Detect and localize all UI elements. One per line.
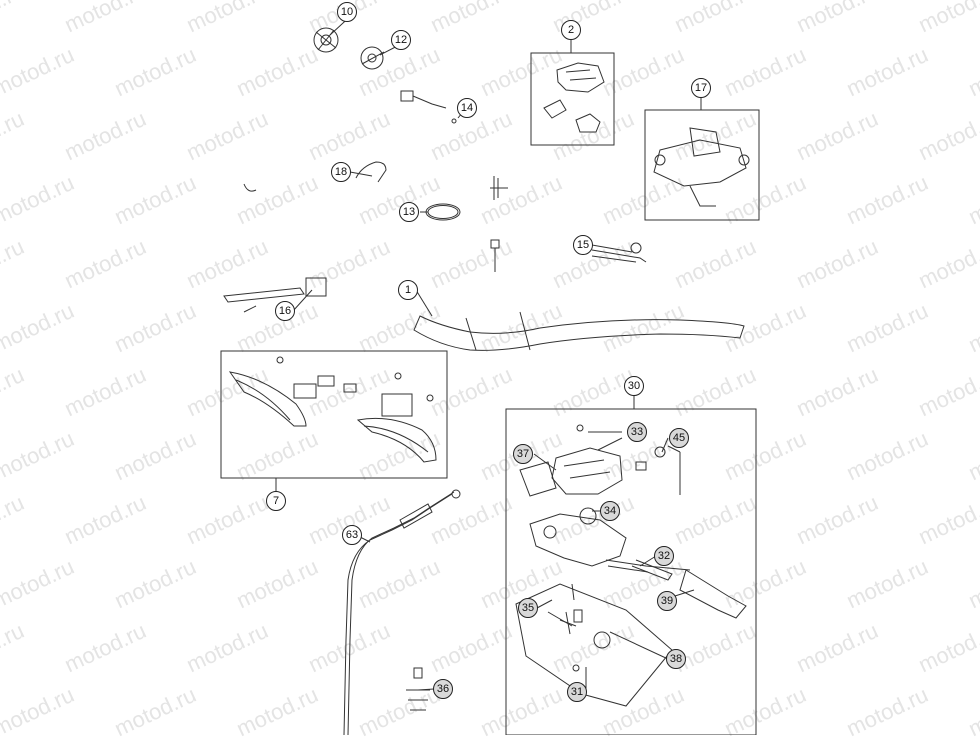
callout-38[interactable]: 38 (666, 649, 686, 669)
callout-63[interactable]: 63 (342, 525, 362, 545)
callout-7[interactable]: 7 (266, 491, 286, 511)
callout-16[interactable]: 16 (275, 301, 295, 321)
callout-13[interactable]: 13 (399, 202, 419, 222)
callout-34[interactable]: 34 (600, 501, 620, 521)
callout-31[interactable]: 31 (567, 682, 587, 702)
callout-2[interactable]: 2 (561, 20, 581, 40)
callout-1[interactable]: 1 (398, 280, 418, 300)
callout-15[interactable]: 15 (573, 235, 593, 255)
box-group-30 (505, 408, 757, 735)
box-group-17 (644, 109, 760, 221)
callout-10[interactable]: 10 (337, 2, 357, 22)
box-group-2 (530, 52, 615, 146)
callout-35[interactable]: 35 (518, 598, 538, 618)
callout-12[interactable]: 12 (391, 30, 411, 50)
callout-33[interactable]: 33 (627, 422, 647, 442)
callout-39[interactable]: 39 (657, 591, 677, 611)
callout-17[interactable]: 17 (691, 78, 711, 98)
callout-45[interactable]: 45 (669, 428, 689, 448)
callout-14[interactable]: 14 (457, 98, 477, 118)
callout-32[interactable]: 32 (654, 546, 674, 566)
box-group-7 (220, 350, 448, 479)
callout-37[interactable]: 37 (513, 444, 533, 464)
callout-30[interactable]: 30 (624, 376, 644, 396)
callout-36[interactable]: 36 (433, 679, 453, 699)
callout-18[interactable]: 18 (331, 162, 351, 182)
